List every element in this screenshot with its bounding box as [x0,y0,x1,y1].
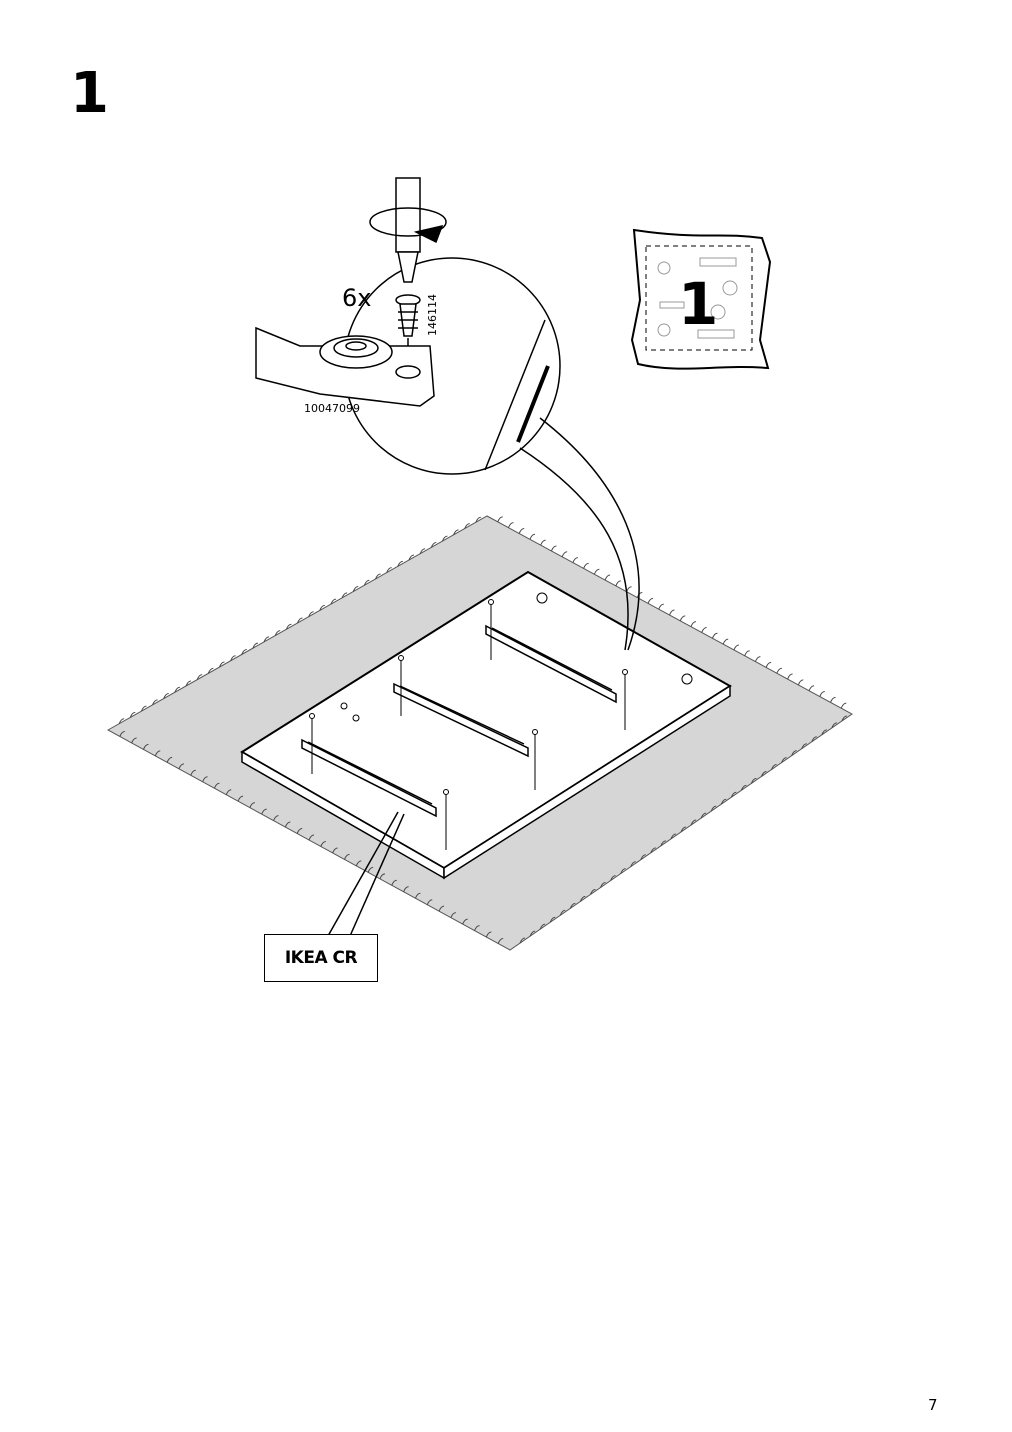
callout-label: IKEA CR [284,948,358,968]
hardware-bag-icon [630,228,772,370]
glider-part-number: 10047099 [304,402,360,415]
screw-icon [395,294,421,366]
screw-markers [309,599,628,850]
screwdriver-icon [369,177,447,283]
rail [301,624,617,818]
rail-end-detail [255,326,435,407]
page-number: 7 [928,1396,938,1414]
step-number: 1 [70,61,109,126]
callout-label-box: IKEA CR [264,934,378,982]
table-top-panel [240,570,732,880]
hardware-bag-number: 1 [678,270,718,338]
screw-part-number: 146114 [426,294,439,336]
quantity-label: 6x [342,284,371,312]
label-leader [327,811,405,937]
